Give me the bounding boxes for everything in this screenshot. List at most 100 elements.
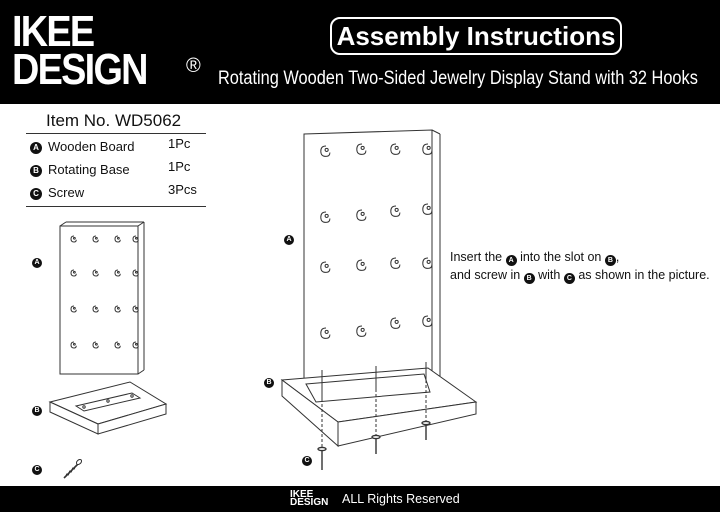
hook-screw-icon: [324, 263, 329, 268]
hook-icon: [390, 317, 401, 329]
large-hooks: [320, 143, 433, 339]
copyright-text: ALL Rights Reserved: [342, 492, 460, 506]
logo-line-1: IKEE: [12, 7, 95, 56]
assembly-board-illustration: [303, 129, 441, 387]
hook-icon: [114, 305, 121, 313]
hook-icon: [114, 341, 121, 349]
hook-icon: [390, 205, 401, 217]
hook-screw-icon: [72, 270, 76, 274]
part-name: Rotating Base: [48, 162, 130, 177]
instruction-badge: A: [505, 255, 517, 266]
instruction-badge: C: [563, 273, 575, 284]
instruction-badge: B: [523, 273, 535, 284]
rotating-base-illustration: [48, 381, 168, 435]
instruction-badge: B: [604, 255, 616, 266]
hook-icon: [92, 305, 99, 313]
hook-icon: [132, 235, 139, 243]
hook-screw-icon: [324, 329, 329, 334]
assembly-base-illustration: [280, 362, 478, 462]
label-c-left: C: [32, 465, 42, 475]
hook-icon: [114, 269, 121, 277]
hook-icon: [320, 261, 331, 273]
hook-icon: [92, 235, 99, 243]
parts-row: A Wooden Board 1Pc: [26, 136, 206, 158]
part-badge: C: [30, 188, 42, 200]
hook-screw-icon: [394, 207, 399, 212]
hook-screw-icon: [324, 147, 329, 152]
hook-icon: [92, 341, 99, 349]
hook-screw-icon: [426, 205, 431, 210]
instruction-text: into the slot on: [516, 250, 605, 264]
parts-rule-bottom: [26, 206, 206, 207]
part-badge: A: [30, 142, 42, 154]
hook-icon: [320, 211, 331, 223]
assembly-instruction-text: Insert the A into the slot on B, and scr…: [450, 248, 718, 284]
label-c-main: C: [302, 456, 312, 466]
hook-icon: [356, 259, 367, 271]
hook-icon: [70, 269, 77, 277]
hook-screw-icon: [116, 342, 120, 346]
hook-screw-icon: [324, 213, 329, 218]
hook-screw-icon: [360, 261, 365, 266]
small-hooks: [70, 235, 139, 349]
header-bar: IKEE DESIGN ® Assembly Instructions Rota…: [0, 0, 720, 104]
hook-icon: [132, 269, 139, 277]
page-title: Assembly Instructions: [330, 17, 622, 55]
hook-icon: [356, 143, 367, 155]
hook-icon: [390, 143, 401, 155]
hook-screw-icon: [394, 319, 399, 324]
hook-screw-icon: [360, 145, 365, 150]
part-badge: B: [30, 165, 42, 177]
hook-icon: [70, 341, 77, 349]
hook-screw-icon: [116, 270, 120, 274]
footer-logo-line-2: DESIGN: [290, 497, 329, 508]
hook-screw-icon: [426, 259, 431, 264]
hook-icon: [132, 341, 139, 349]
hook-icon: [70, 235, 77, 243]
hook-screw-icon: [116, 236, 120, 240]
parts-rule-top: [26, 133, 206, 134]
assembly-screws: [317, 420, 431, 470]
brand-logo: IKEE DESIGN ®: [12, 10, 212, 96]
part-name: Wooden Board: [48, 139, 135, 154]
hook-icon: [114, 235, 121, 243]
hook-icon: [422, 203, 433, 215]
hook-icon: [132, 305, 139, 313]
logo-line-2: DESIGN: [12, 45, 148, 94]
part-quantity: 1Pc: [168, 136, 191, 151]
hook-icon: [320, 145, 331, 157]
wooden-board-illustration: [59, 221, 145, 375]
screw-illustration: [63, 458, 83, 479]
hook-screw-icon: [134, 342, 138, 346]
registered-mark: ®: [186, 55, 201, 77]
item-number: Item No. WD5062: [46, 111, 182, 130]
instruction-text: with: [534, 268, 564, 282]
hook-screw-icon: [72, 342, 76, 346]
hook-screw-icon: [360, 327, 365, 332]
hook-screw-icon: [94, 342, 98, 346]
hook-icon: [422, 143, 433, 155]
footer-bar: IKEE DESIGN ALL Rights Reserved: [0, 486, 720, 512]
hook-icon: [356, 325, 367, 337]
label-b-left: B: [32, 406, 42, 416]
hook-screw-icon: [426, 317, 431, 322]
hook-icon: [320, 327, 331, 339]
hook-screw-icon: [94, 270, 98, 274]
hook-icon: [356, 209, 367, 221]
product-subtitle: Rotating Wooden Two-Sided Jewelry Displa…: [218, 68, 698, 89]
hook-screw-icon: [116, 306, 120, 310]
hook-screw-icon: [134, 306, 138, 310]
hook-screw-icon: [394, 145, 399, 150]
footer-logo: IKEE DESIGN: [290, 490, 338, 508]
hook-screw-icon: [72, 236, 76, 240]
hook-icon: [92, 269, 99, 277]
part-quantity: 3Pcs: [168, 182, 197, 197]
hook-screw-icon: [94, 306, 98, 310]
hook-icon: [422, 257, 433, 269]
hook-screw-icon: [426, 145, 431, 150]
parts-row: C Screw 3Pcs: [26, 182, 206, 204]
hook-screw-icon: [394, 259, 399, 264]
hook-screw-icon: [72, 306, 76, 310]
